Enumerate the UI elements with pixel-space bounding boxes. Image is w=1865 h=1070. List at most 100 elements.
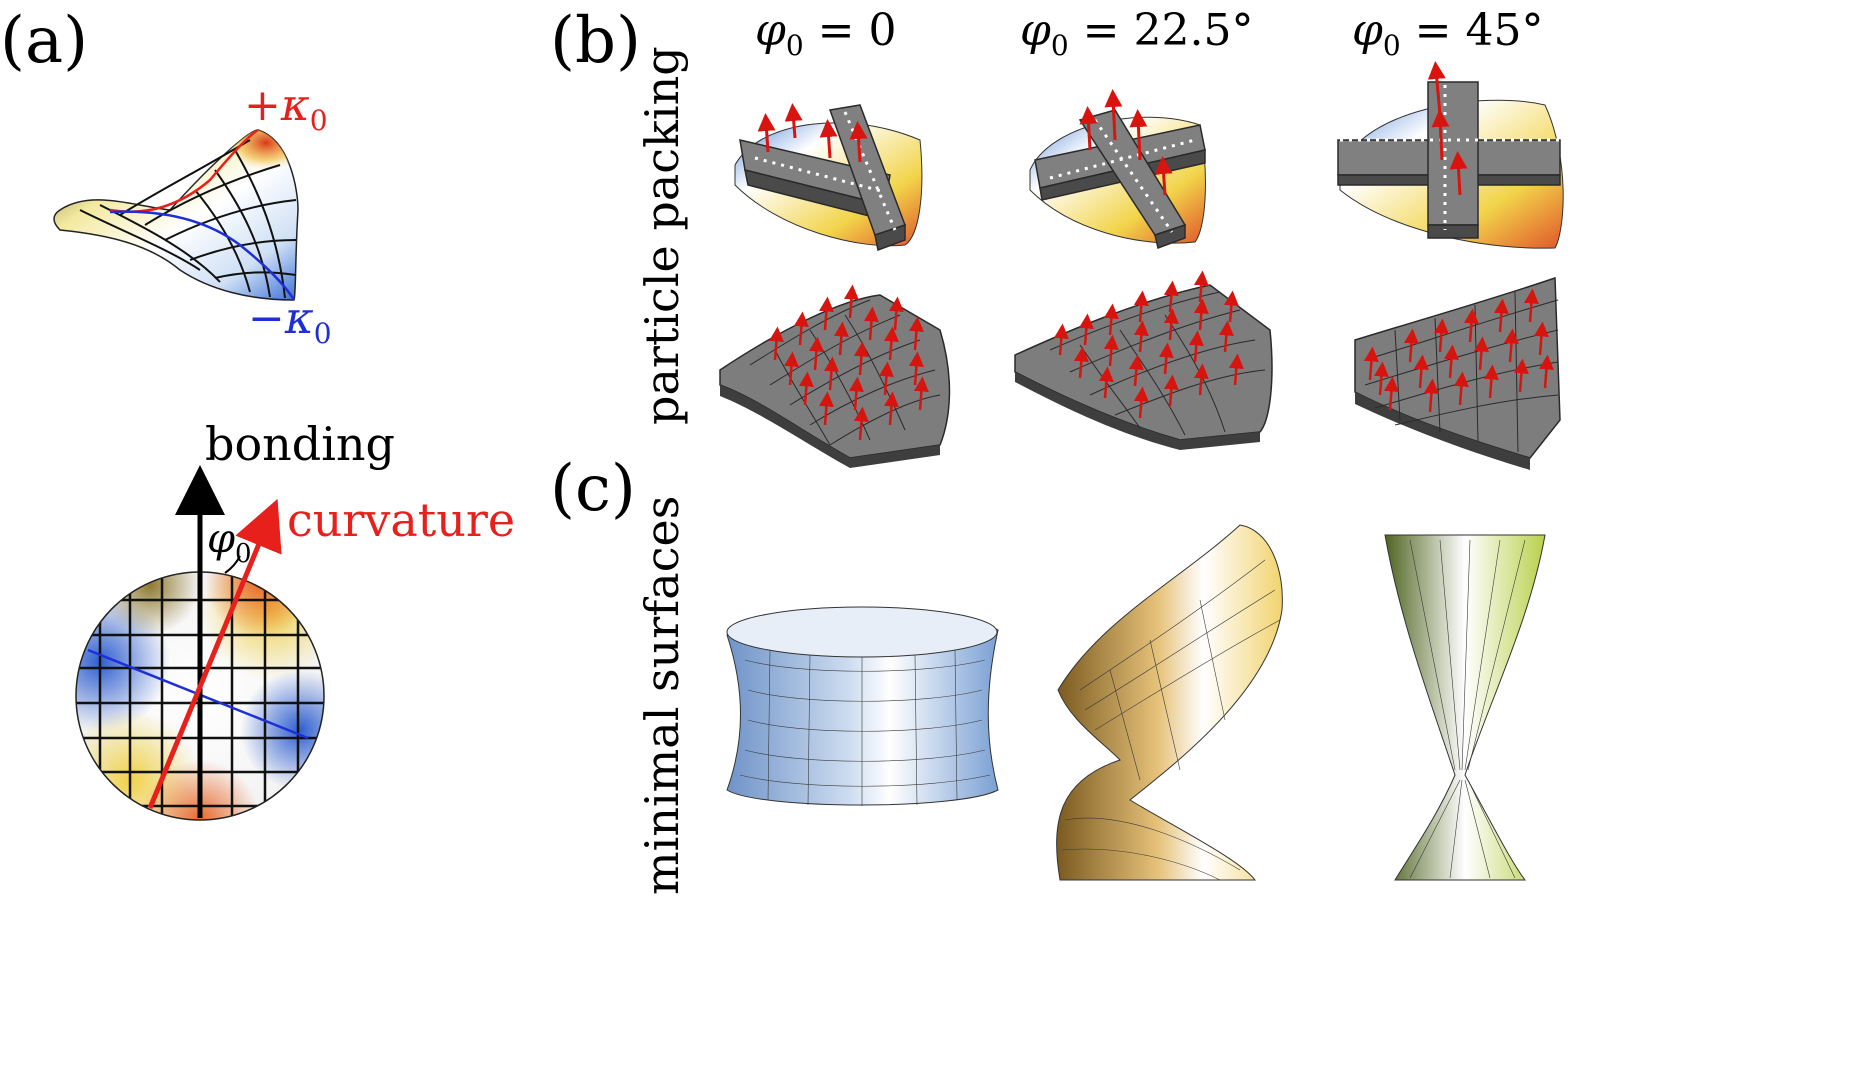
director-arrow [883, 391, 899, 426]
director-arrow [1373, 361, 1389, 396]
director-arrow [1473, 336, 1489, 371]
director-arrow [1163, 308, 1179, 341]
director-arrow [853, 341, 869, 376]
minus-kappa-sub: 0 [314, 317, 332, 350]
director-arrow [1538, 354, 1554, 389]
director-arrow [1433, 318, 1449, 353]
director-arrow [1413, 354, 1429, 389]
director-arrow [878, 361, 894, 396]
director-arrow [1133, 290, 1149, 323]
column-1-symbol: φ [1020, 5, 1051, 56]
director-arrow [1103, 303, 1119, 336]
catenoid-icon [726, 606, 999, 806]
director-arrow [1453, 371, 1469, 406]
director-arrow [833, 321, 849, 356]
column-1-sub: 0 [1051, 29, 1069, 62]
column-0-sub: 0 [786, 29, 804, 62]
director-arrow [1053, 323, 1069, 356]
plus-kappa-sign: + [244, 80, 281, 131]
director-arrow [1483, 364, 1499, 399]
director-arrow [913, 376, 929, 411]
director-arrow [863, 306, 879, 341]
panel-c-tag: (c) [550, 452, 636, 526]
director-arrow [1383, 376, 1399, 411]
director-arrow [1403, 328, 1419, 363]
dense-packing-1 [1014, 270, 1273, 450]
director-arrow [768, 326, 784, 361]
curvature-arrow [147, 498, 282, 809]
director-arrow [1443, 344, 1459, 379]
director-arrow [1463, 308, 1479, 343]
dense-directors-2 [1363, 288, 1554, 413]
dense-packing-0 [719, 284, 951, 468]
director-arrow [1503, 328, 1519, 363]
director-arrow [843, 284, 859, 319]
director-arrow [1098, 366, 1114, 399]
director-arrow [883, 326, 899, 361]
director-arrow [1223, 290, 1239, 323]
panel-b-tag: (b) [550, 4, 641, 78]
director-arrow [808, 336, 824, 371]
column-2-symbol: φ [1352, 5, 1383, 56]
dense-directors-1 [1053, 270, 1244, 419]
director-arrow [818, 391, 834, 426]
column-0-symbol: φ [755, 5, 786, 56]
phi0-symbol-a: φ [207, 516, 235, 562]
director-arrow [783, 351, 799, 386]
director-arrow [1163, 280, 1179, 313]
director-arrow [908, 316, 924, 351]
director-arrow [1078, 313, 1094, 346]
director-arrow [793, 311, 809, 346]
director-arrow [1193, 363, 1209, 396]
director-arrow [888, 296, 904, 331]
director-arrow [1188, 330, 1204, 363]
director-arrow [1163, 374, 1179, 407]
orientation-disk [75, 571, 325, 821]
saddle-surface [53, 128, 299, 301]
director-arrow [1533, 321, 1549, 356]
director-arrow [823, 356, 839, 391]
director-arrow [1103, 334, 1119, 367]
dense-packing-2 [1354, 276, 1561, 470]
cross-packing-0 [734, 103, 923, 252]
director-arrow [1158, 342, 1174, 375]
column-1-value: = 22.5° [1069, 5, 1254, 56]
director-arrow [1133, 320, 1149, 353]
particle-packing-label: particle packing [635, 46, 689, 425]
panel-a-tag: (a) [0, 4, 88, 78]
helicoid-icon [1384, 534, 1546, 881]
column-2-sub: 0 [1383, 29, 1401, 62]
angle-arc [224, 555, 241, 574]
curvature-label: curvature [287, 493, 515, 547]
minus-kappa-symbol: κ [284, 293, 314, 344]
director-arrow [818, 296, 834, 331]
column-0-value: = 0 [804, 5, 897, 56]
plus-kappa-sub: 0 [310, 104, 328, 137]
director-arrow [1073, 346, 1089, 379]
director-arrow [1493, 298, 1509, 333]
director-arrow [1133, 386, 1149, 419]
plus-kappa-symbol: κ [280, 80, 310, 131]
cross-packing-2 [1337, 61, 1564, 249]
minus-kappa-label: −κ0 [248, 293, 332, 350]
director-arrow [798, 371, 814, 406]
minimal-surfaces-label: minimal surfaces [635, 496, 689, 895]
dense-directors-0 [768, 284, 929, 441]
director-arrow [1218, 320, 1234, 353]
director-arrow [1228, 353, 1244, 386]
saddle-minus-curve [109, 210, 296, 301]
column-header-0: φ0 = 0 [755, 5, 896, 62]
minus-kappa-sign: − [248, 293, 285, 344]
column-2-value: = 45° [1401, 5, 1544, 56]
plus-kappa-label: +κ0 [244, 80, 328, 137]
director-arrow [1363, 346, 1379, 381]
director-arrow [853, 406, 869, 441]
cross-packing-1 [1029, 89, 1206, 249]
helicoid-twist-icon [1056, 524, 1283, 881]
director-arrow [1513, 358, 1529, 393]
phi0-label-a: φ0 [207, 516, 252, 569]
director-arrow [1523, 288, 1539, 323]
column-header-2: φ0 = 45° [1352, 5, 1543, 62]
phi0-sub-a: 0 [235, 539, 252, 569]
